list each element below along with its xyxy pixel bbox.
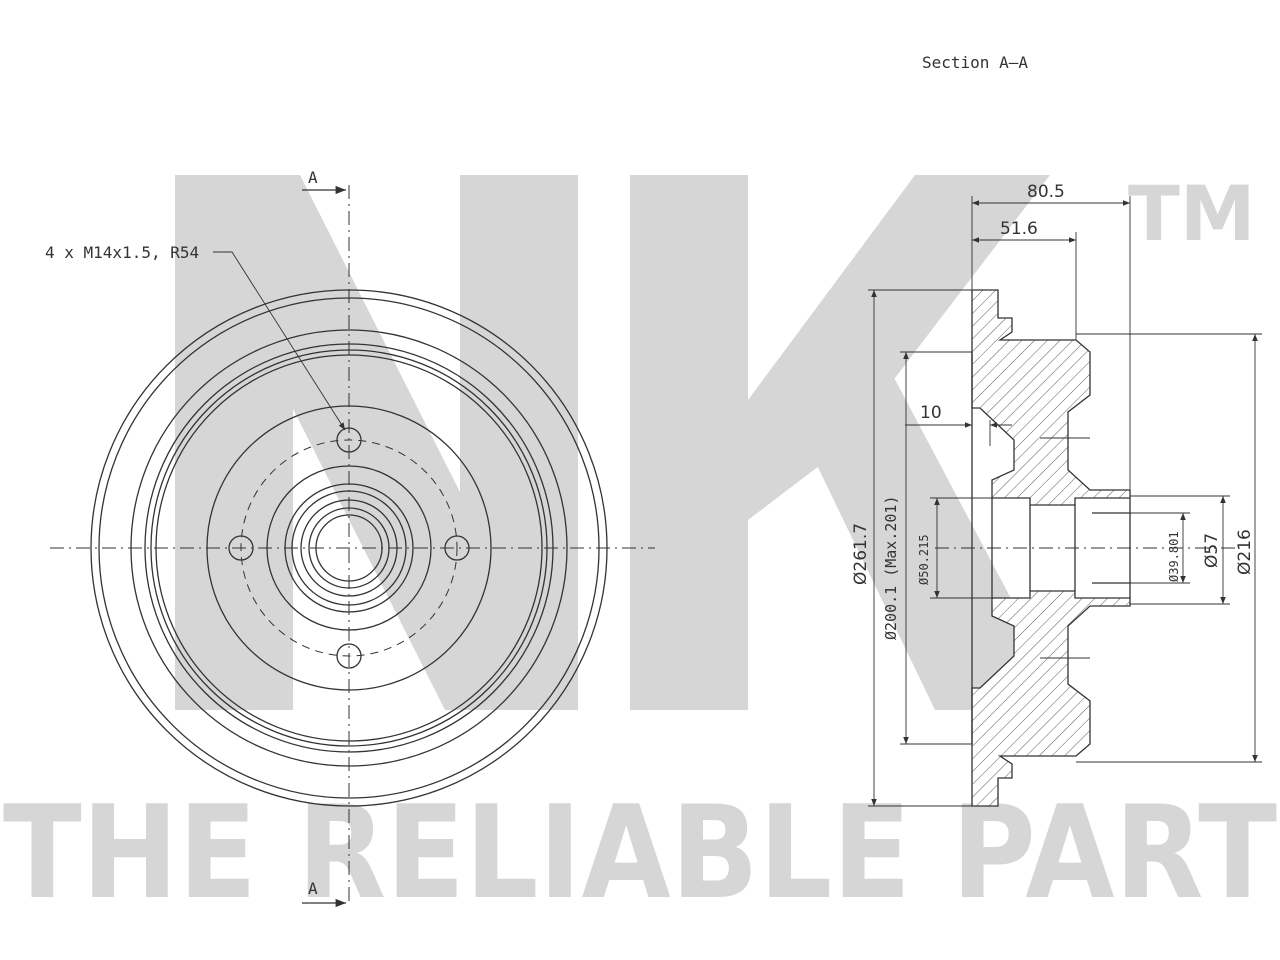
section-marker-top: A [308, 168, 318, 187]
dim-outer-diameter: Ø261.7 [851, 523, 871, 585]
bolt-hole [444, 535, 470, 561]
bolt-hole [228, 535, 254, 561]
dim-drum-inner-diameter: Ø200.1 (Max.201) [882, 496, 900, 641]
trademark-watermark: TM [1128, 169, 1255, 258]
section-view [868, 196, 1262, 807]
dim-total-depth: 80.5 [1027, 182, 1065, 202]
dim-center-bore: Ø57 [1202, 533, 1222, 568]
bolt-hole [336, 643, 362, 669]
bolt-hole [336, 427, 362, 453]
bolt-callout: 4 x M14x1.5, R54 [45, 243, 199, 262]
dim-flange-thickness: 10 [920, 403, 942, 423]
dim-bearing-seat-inner: Ø39.801 [1167, 531, 1181, 582]
section-title: Section A–A [922, 53, 1028, 72]
slogan-watermark: THE RELIABLE PART [3, 779, 1277, 928]
nk-logo-watermark [175, 175, 1070, 710]
section-marker-bottom: A [308, 879, 318, 898]
dim-hub-depth: 51.6 [1000, 219, 1038, 239]
dim-flange-diameter: Ø216 [1235, 529, 1255, 575]
dim-bearing-seat-outer: Ø50.215 [917, 534, 931, 585]
front-view [50, 185, 655, 908]
